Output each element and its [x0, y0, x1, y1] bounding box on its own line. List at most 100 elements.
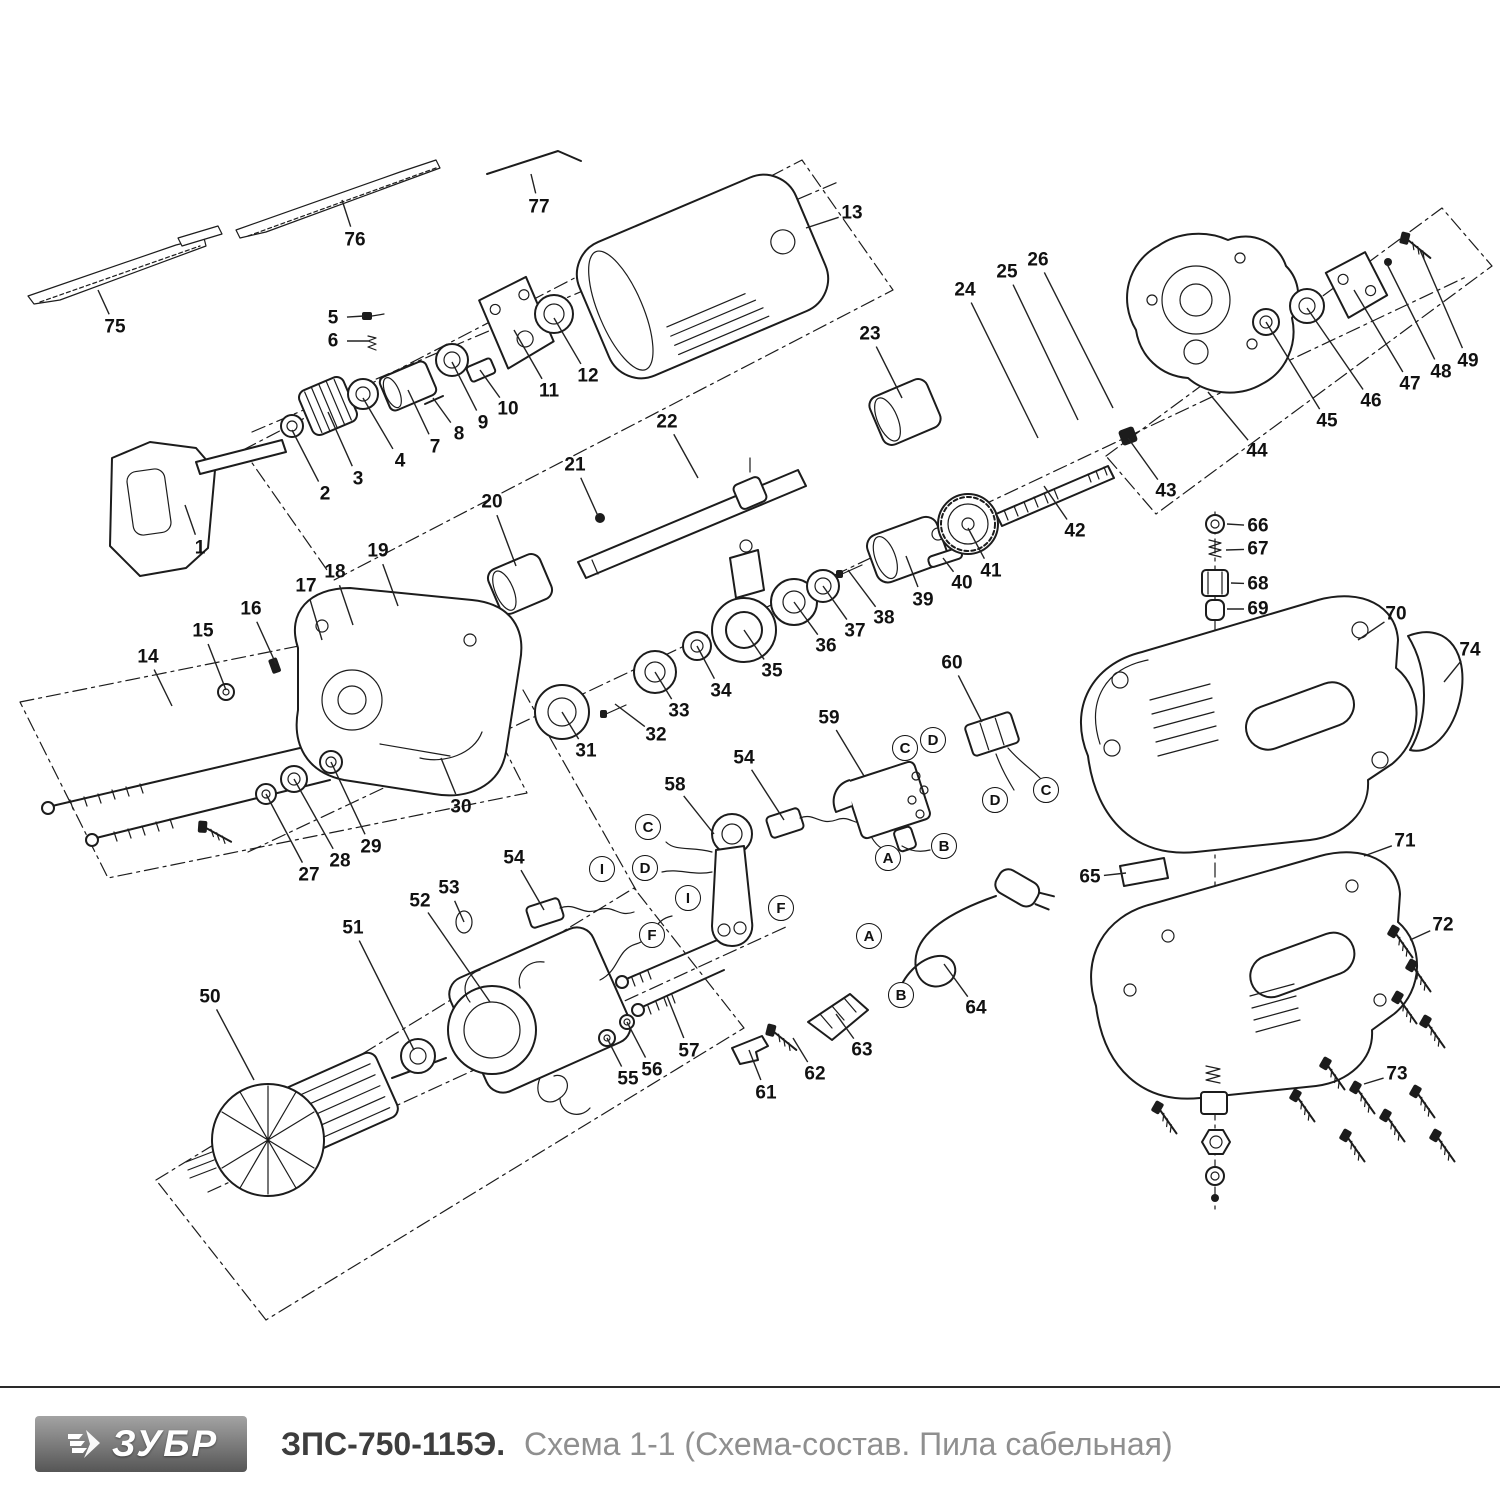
part-label-32-31: 32 [645, 724, 667, 746]
part-label-5-4: 5 [327, 307, 339, 329]
part-42-shaft [995, 465, 1115, 527]
part-label-27-26: 27 [298, 864, 320, 886]
part-label-45-44: 45 [1316, 410, 1338, 432]
part-label-15-14: 15 [192, 620, 214, 642]
wire-label-C-6: C [635, 814, 661, 840]
part-label-39-38: 39 [912, 589, 934, 611]
part-label-49-48: 49 [1457, 350, 1479, 372]
part-label-40-39: 40 [951, 572, 973, 594]
part-label-36-35: 36 [815, 635, 837, 657]
part-54-brush-holder [525, 897, 635, 929]
part-74-grip-cover [1407, 631, 1464, 752]
part-69-pin [1205, 599, 1225, 621]
wire-label-D-1: D [920, 727, 946, 753]
part-label-65-65: 65 [1079, 866, 1101, 888]
part-52-stator [447, 915, 673, 1115]
wire-label-D-2: D [982, 787, 1008, 813]
part-label-10-9: 10 [497, 398, 519, 420]
part-16-pin [268, 657, 281, 674]
part-67-spring [1208, 539, 1222, 558]
part-label-46-45: 46 [1360, 390, 1382, 412]
part-label-59-59: 59 [818, 707, 840, 729]
wire-label-C-3: C [1033, 777, 1059, 803]
part-label-24-23: 24 [954, 279, 976, 301]
part-38-screw [836, 564, 863, 578]
wire-label-C-0: C [892, 735, 918, 761]
schema-title-line: ЗПС-750-115Э. Схема 1-1 (Схема-состав. П… [281, 1426, 1173, 1463]
part-label-43-42: 43 [1155, 480, 1177, 502]
part-label-9-8: 9 [477, 412, 489, 434]
model-number: ЗПС-750-115Э. [281, 1425, 506, 1462]
part-58-guide-bracket [661, 813, 754, 947]
part-51-bearing [400, 1038, 436, 1074]
part-label-22-21: 22 [656, 411, 678, 433]
part-label-53-52: 53 [438, 877, 460, 899]
wire-label-A-4: A [875, 845, 901, 871]
part-5-screw [362, 312, 385, 320]
part-label-74-74: 74 [1459, 639, 1481, 661]
part-label-16-15: 16 [240, 598, 262, 620]
part-23-sleeve [868, 378, 942, 446]
part-75-saw-blade [27, 237, 207, 305]
part-59-switch [832, 760, 931, 853]
part-label-18-17: 18 [324, 561, 346, 583]
part-label-62-62: 62 [804, 1063, 826, 1085]
part-label-47-46: 47 [1399, 373, 1421, 395]
wire-label-I-9: I [675, 885, 701, 911]
wire-label-F-10: F [768, 895, 794, 921]
part-4-washer [347, 378, 379, 410]
schema-subtitle: Схема 1-1 (Схема-состав. Пила сабельная) [524, 1425, 1173, 1462]
part-label-54-53: 54 [503, 847, 525, 869]
part-label-64-64: 64 [965, 997, 987, 1019]
footer: ЗУБР ЗПС-750-115Э. Схема 1-1 (Схема-сост… [0, 1386, 1500, 1500]
part-label-28-27: 28 [329, 850, 351, 872]
part-label-34-33: 34 [710, 680, 732, 702]
part-label-71-71: 71 [1394, 830, 1416, 852]
part-label-19-18: 19 [367, 540, 389, 562]
part-label-17-16: 17 [295, 575, 317, 597]
part-47-gasket [1324, 251, 1389, 319]
part-43-pin [1118, 426, 1138, 446]
part-label-21-20: 21 [564, 454, 586, 476]
brand-name: ЗУБР [111, 1423, 219, 1464]
part-label-56-56: 56 [641, 1059, 663, 1081]
part-label-37-36: 37 [844, 620, 866, 642]
brand-emblem-icon [67, 1430, 100, 1458]
part-label-13-12: 13 [841, 202, 863, 224]
fastener-column-lower [1200, 1065, 1231, 1202]
part-label-50-49: 50 [199, 986, 221, 1008]
part-label-76-76: 76 [344, 229, 366, 251]
part-label-7-6: 7 [429, 436, 441, 458]
part-label-44-43: 44 [1246, 440, 1268, 462]
part-label-70-70: 70 [1385, 603, 1407, 625]
part-60-terminal-block [964, 711, 1041, 791]
part-label-31-30: 31 [575, 740, 597, 762]
part-64-power-cord [897, 868, 1055, 997]
part-13-motor-housing [575, 173, 830, 380]
part-20-sleeve [486, 553, 554, 615]
part-label-52-51: 52 [409, 890, 431, 912]
part-12-bearing-ring [534, 294, 574, 334]
part-label-26-25: 26 [1027, 249, 1049, 271]
part-label-66-66: 66 [1247, 515, 1269, 537]
part-label-61-61: 61 [755, 1082, 777, 1104]
part-label-55-55: 55 [617, 1068, 639, 1090]
part-label-72-72: 72 [1432, 914, 1454, 936]
part-label-11-10: 11 [538, 380, 560, 402]
wire-label-D-7: D [632, 855, 658, 881]
part-label-20-19: 20 [481, 491, 503, 513]
part-41-gear [937, 493, 999, 555]
part-label-8-7: 8 [453, 423, 465, 445]
part-label-6-5: 6 [327, 330, 339, 352]
part-label-51-50: 51 [342, 917, 364, 939]
part-label-57-57: 57 [678, 1040, 700, 1062]
part-9-washer [435, 343, 469, 377]
part-11-gasket [478, 275, 555, 370]
wire-label-F-11: F [639, 922, 665, 948]
part-label-63-63: 63 [851, 1039, 873, 1061]
part-53-o-ring [455, 910, 473, 934]
part-label-58-58: 58 [664, 774, 686, 796]
